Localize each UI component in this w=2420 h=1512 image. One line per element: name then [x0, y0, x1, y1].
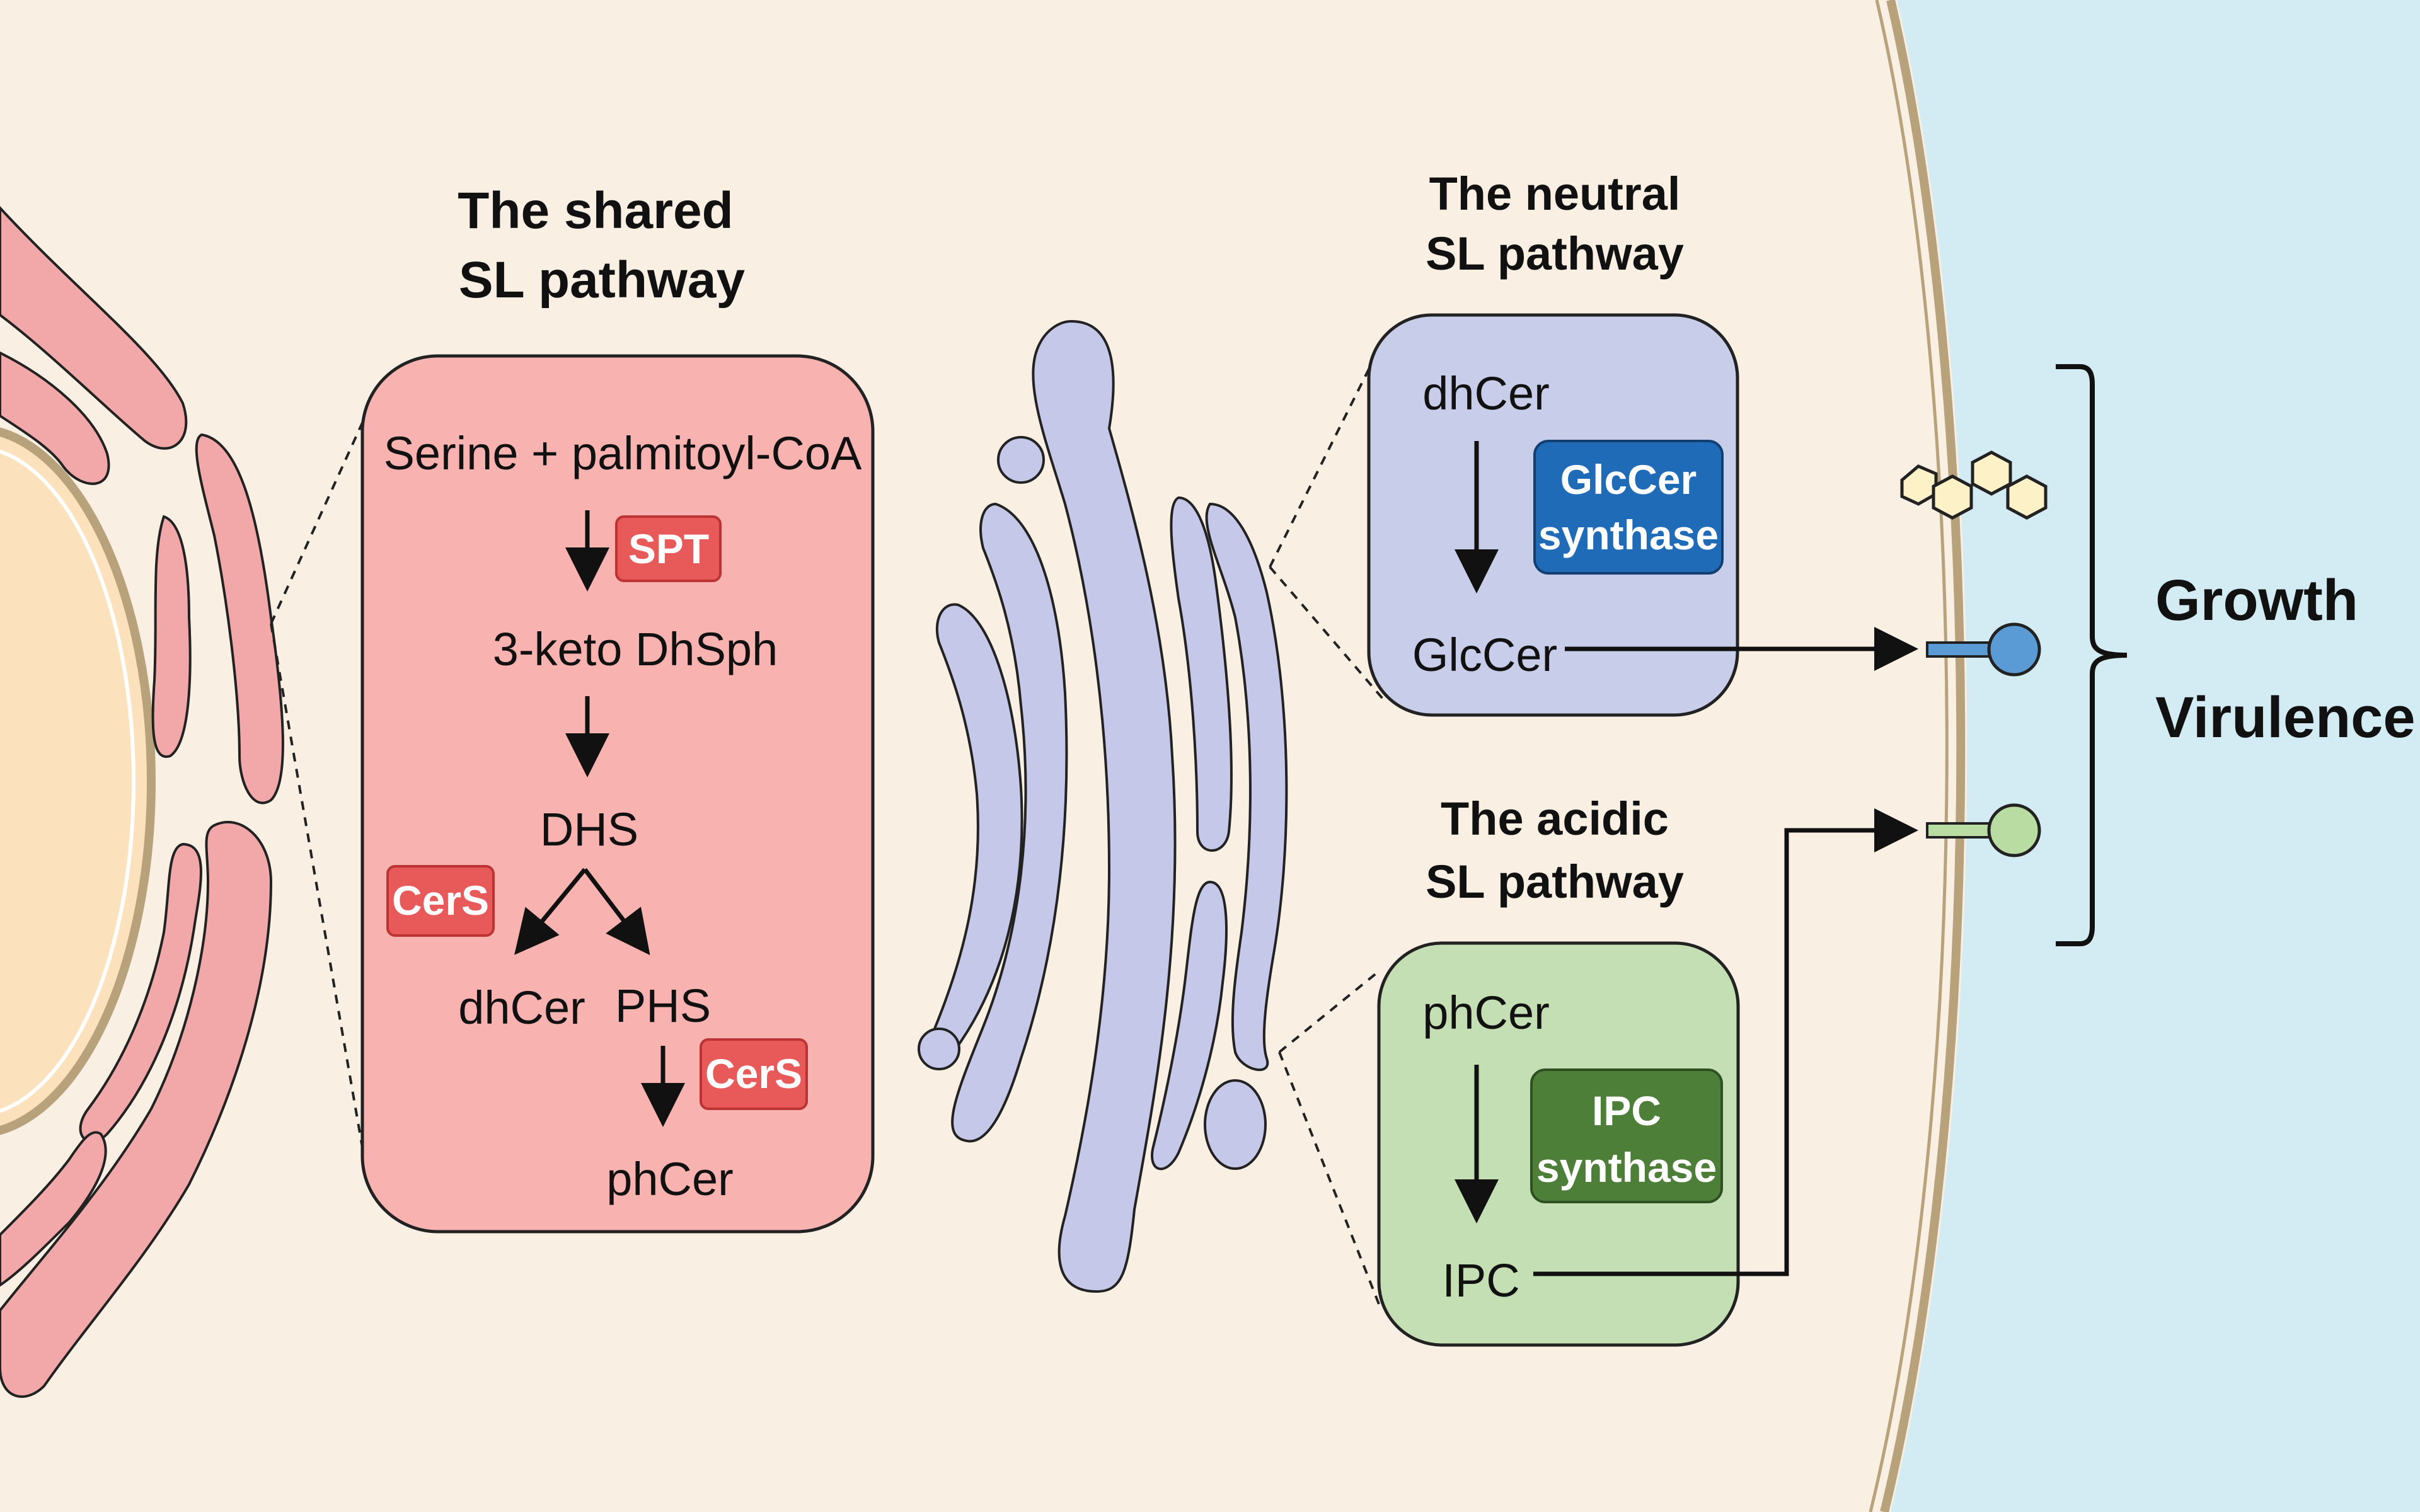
glccer-synthase-line1: GlcCer: [1560, 456, 1697, 503]
glccer-product-label: GlcCer: [1412, 629, 1557, 681]
ipc-product-label: IPC: [1442, 1254, 1519, 1307]
acidic-phcer-label: phCer: [1422, 987, 1550, 1039]
glccer-lipid-icon: [1926, 622, 2041, 677]
extracellular-space: [1891, 0, 2420, 1512]
dhcer-label: dhCer: [458, 982, 585, 1034]
ipc-synthase-line2: synthase: [1536, 1144, 1717, 1191]
shared-pathway-title-line2: SL pathway: [459, 251, 746, 309]
virulence-label: Virulence: [2155, 685, 2416, 750]
acidic-pathway-panel: The acidic SL pathway phCer IPC synthase…: [1377, 793, 1740, 1347]
endoplasmic-reticulum: [0, 206, 284, 1398]
glccer-synthase-line2: synthase: [1538, 512, 1719, 558]
ipc-synthase-line1: IPC: [1592, 1087, 1661, 1134]
phs-label: PHS: [615, 980, 711, 1032]
arrow-dhs-to-phs: [583, 868, 650, 956]
acidic-pathway-title-line2: SL pathway: [1426, 856, 1684, 908]
cers-badge-1: [386, 865, 495, 937]
effects-bracket: [2056, 364, 2128, 946]
serine-palmitoyl-coa-label: Serine + palmitoyl-CoA: [384, 427, 862, 479]
dhs-label: DHS: [540, 803, 638, 856]
shared-pathway-box: [360, 354, 875, 1234]
plasma-membrane: [1880, 0, 1966, 1512]
growth-label: Growth: [2155, 568, 2358, 633]
cers-label-1: CerS: [392, 877, 489, 924]
arrow-ipc-to-membrane: [1533, 808, 1918, 1276]
shared-pathway-panel: The shared SL pathway Serine + palmitoyl…: [360, 182, 875, 1234]
spt-badge: [615, 515, 722, 582]
ipc-lipid-icon: [1926, 803, 2041, 857]
acidic-pathway-title-line1: The acidic: [1441, 793, 1669, 845]
neutral-pathway-title-line2: SL pathway: [1426, 227, 1684, 280]
shared-pathway-title-line1: The shared: [458, 182, 733, 239]
neutral-pathway-panel: The neutral SL pathway dhCer GlcCer synt…: [1367, 168, 1739, 717]
plasma-membrane-inner: [1869, 0, 1949, 1512]
arrow-dhs-to-dhcer: [514, 868, 587, 955]
glycan-icon: [1900, 450, 2048, 520]
golgi-apparatus: [918, 319, 1288, 1293]
cers-label-2: CerS: [705, 1050, 802, 1097]
ipc-synthase-badge: [1530, 1068, 1723, 1203]
spt-label: SPT: [628, 525, 709, 572]
glccer-synthase-badge: [1533, 440, 1724, 575]
neutral-dhcer-label: dhCer: [1422, 367, 1550, 420]
phcer-label: phCer: [606, 1153, 734, 1205]
nucleus: [0, 427, 156, 1135]
keto-dhsph-label: 3-keto DhSph: [493, 623, 778, 675]
zoom-lines: [270, 365, 1385, 1308]
cers-badge-2: [700, 1038, 808, 1110]
neutral-pathway-title-line1: The neutral: [1429, 168, 1681, 220]
